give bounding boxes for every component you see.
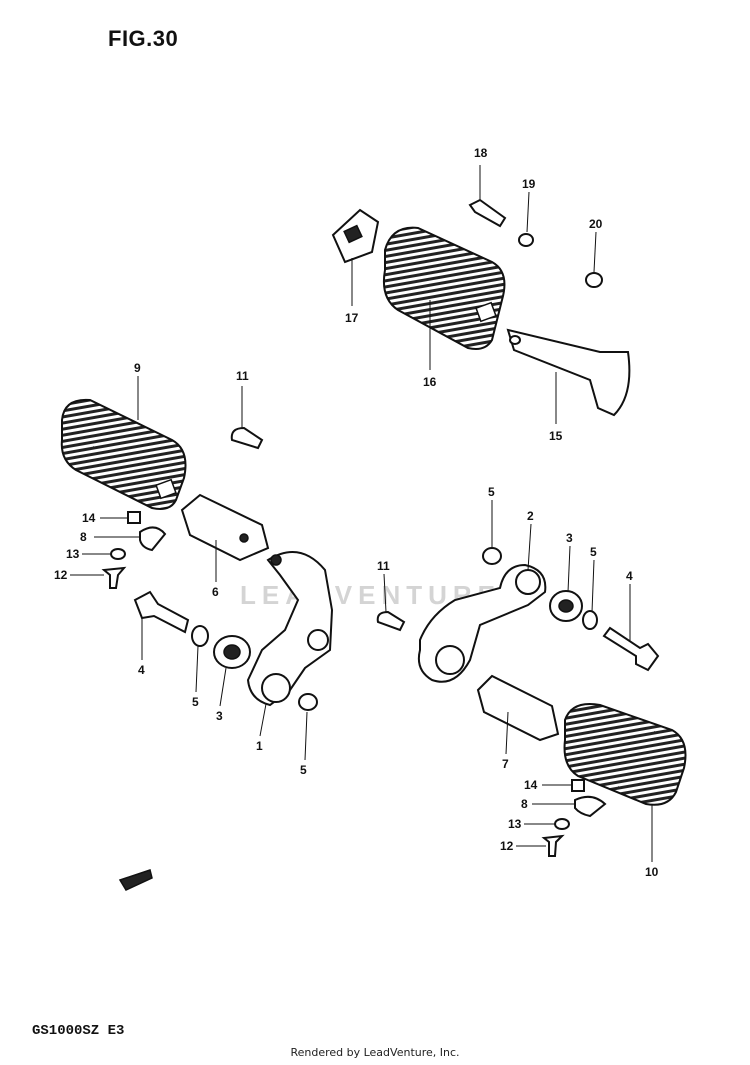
leader-lines	[70, 165, 653, 862]
figure-title: FIG.30	[108, 26, 179, 51]
part-16-rubber	[382, 226, 506, 350]
callout-14b: 14	[524, 778, 538, 792]
callout-10: 10	[645, 865, 659, 879]
part-1-boss-2	[307, 629, 329, 651]
part-2-boss	[515, 569, 541, 595]
part-18-bolt	[468, 198, 507, 228]
callout-20: 20	[589, 217, 603, 231]
part-10-rubber	[563, 703, 687, 806]
part-1-bracket	[246, 551, 334, 707]
part-9-rubber	[60, 398, 187, 510]
callout-4b: 4	[626, 569, 633, 583]
part-8-spring	[139, 526, 167, 552]
part-3-bushing-a-bore	[223, 644, 241, 660]
part-13b-washer	[554, 818, 570, 830]
front-arrow-icon	[118, 869, 153, 891]
callout-6: 6	[212, 585, 219, 599]
callout-19: 19	[522, 177, 536, 191]
callout-5d: 5	[590, 545, 597, 559]
part-16-hole	[475, 301, 497, 323]
leader-1	[259, 703, 267, 737]
leader-7	[505, 711, 509, 755]
part-13-washer	[110, 548, 126, 560]
footer-credit: Rendered by LeadVenture, Inc.	[290, 1046, 460, 1059]
leader-5d	[591, 559, 595, 613]
part-7-plate	[476, 674, 560, 742]
model-code: GS1000SZ E3	[32, 1023, 125, 1039]
callout-8b: 8	[521, 797, 528, 811]
callout-1: 1	[256, 739, 263, 753]
leader-19	[526, 191, 530, 233]
part-1-pivot	[270, 554, 282, 566]
part-15-bar	[506, 328, 631, 417]
callout-11a: 11	[236, 369, 249, 383]
part-19-washer	[518, 233, 534, 247]
right-footrest-assembly	[118, 547, 687, 891]
leader-11b	[383, 573, 387, 613]
callout-12a: 12	[54, 568, 68, 582]
part-6-plate	[180, 493, 270, 562]
callout-12b: 12	[500, 839, 514, 853]
callouts: 18 19 20 17 16 15 9 11 14 8 13 12 6 4 5 …	[54, 146, 659, 879]
part-5-washer-b	[298, 693, 318, 711]
part-14-cap	[127, 511, 141, 524]
callout-3b: 3	[566, 531, 573, 545]
leader-20	[593, 231, 597, 273]
part-3-bushing-b-bore	[558, 599, 574, 613]
part-9-hole	[155, 478, 177, 500]
callout-8a: 8	[80, 530, 87, 544]
callout-13b: 13	[508, 817, 522, 831]
part-5-washer-a	[191, 625, 209, 647]
part-8b-spring	[574, 795, 607, 818]
callout-7: 7	[502, 757, 509, 771]
rear-footrest-assembly	[331, 198, 631, 417]
part-11b-pin	[376, 610, 406, 632]
callout-4a: 4	[138, 663, 145, 677]
callout-18: 18	[474, 146, 488, 160]
callout-3a: 3	[216, 709, 223, 723]
part-14b-cap	[571, 779, 585, 792]
left-footrest-assembly	[60, 398, 334, 711]
part-4b-bolt	[602, 626, 660, 672]
part-11-pin	[230, 426, 264, 450]
callout-15: 15	[549, 429, 563, 443]
callout-9: 9	[134, 361, 141, 375]
part-6-hole	[239, 533, 249, 543]
callout-11b: 11	[377, 559, 390, 573]
callout-2: 2	[527, 509, 534, 523]
callout-5b: 5	[300, 763, 307, 777]
leader-2	[527, 523, 532, 571]
part-4-bolt	[133, 590, 190, 634]
callout-5c: 5	[488, 485, 495, 499]
part-2-boss-2	[435, 645, 465, 675]
part-5-washer-d	[582, 610, 598, 630]
part-15-end	[509, 335, 521, 345]
leader-5b	[304, 711, 308, 761]
callout-13a: 13	[66, 547, 80, 561]
leader-3a	[219, 667, 227, 707]
part-5-washer-c	[482, 547, 502, 565]
part-17-slot	[343, 224, 363, 244]
part-12b-screw	[541, 834, 565, 857]
callout-16: 16	[423, 375, 437, 389]
callout-17: 17	[345, 311, 359, 325]
callout-5a: 5	[192, 695, 199, 709]
part-20-nut	[585, 272, 603, 288]
part-1-boss	[261, 673, 291, 703]
leader-3b	[567, 545, 571, 593]
callout-14a: 14	[82, 511, 96, 525]
part-12-screw	[101, 566, 127, 589]
leader-5a	[195, 645, 199, 693]
